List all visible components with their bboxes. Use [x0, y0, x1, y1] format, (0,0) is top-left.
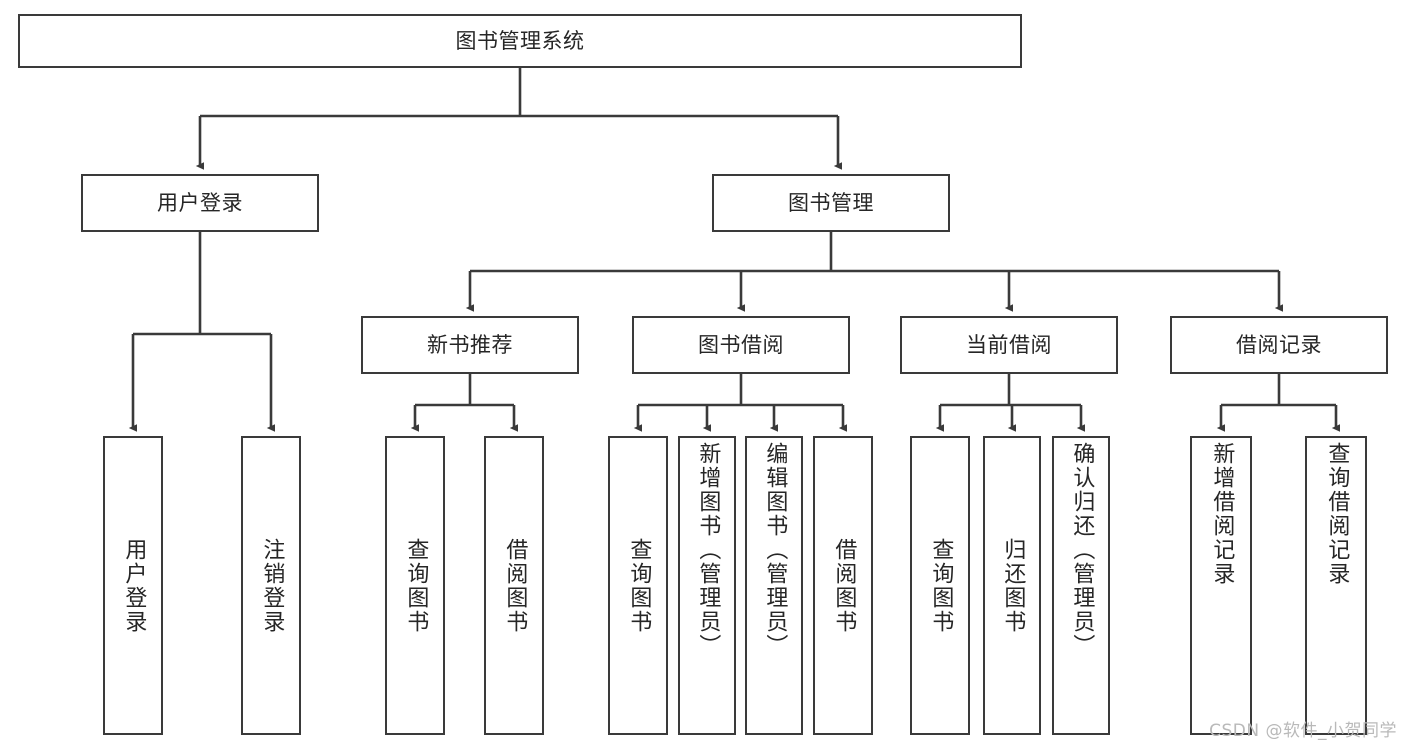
- leaf-node[interactable]: 编辑图书（管理员）: [745, 436, 803, 735]
- node-root-system[interactable]: 图书管理系统: [18, 14, 1022, 68]
- leaf-node-label: 查询图书: [626, 537, 652, 634]
- leaf-node-label: 查询图书: [928, 537, 954, 634]
- leaf-node[interactable]: 新增图书（管理员）: [678, 436, 736, 735]
- leaf-node[interactable]: 借阅图书: [813, 436, 873, 735]
- node-user-login[interactable]: 用户登录: [81, 174, 319, 232]
- leaf-node-label: 归还图书: [1000, 537, 1026, 634]
- leaf-node-label: 编辑图书（管理员）: [762, 442, 788, 658]
- leaf-node-label: 新增图书（管理员）: [695, 442, 721, 658]
- leaf-node[interactable]: 查询图书: [608, 436, 668, 735]
- leaf-node-label: 借阅图书: [502, 537, 528, 634]
- node-user-login-label: 用户登录: [157, 190, 243, 215]
- node-current-borrow-label: 当前借阅: [966, 332, 1052, 357]
- node-current-borrow[interactable]: 当前借阅: [900, 316, 1118, 374]
- leaf-node[interactable]: 借阅图书: [484, 436, 544, 735]
- node-book-borrow-label: 图书借阅: [698, 332, 784, 357]
- node-new-book-recommend[interactable]: 新书推荐: [361, 316, 579, 374]
- leaf-node[interactable]: 查询图书: [910, 436, 970, 735]
- leaf-node[interactable]: 查询借阅记录: [1305, 436, 1367, 735]
- watermark-text: CSDN @软件_小贺同学: [1209, 721, 1397, 741]
- leaf-node-label: 查询借阅记录: [1324, 442, 1350, 586]
- leaf-node[interactable]: 注销登录: [241, 436, 301, 735]
- leaf-node[interactable]: 确认归还（管理员）: [1052, 436, 1110, 735]
- leaf-node-label: 查询图书: [403, 537, 429, 634]
- node-book-borrow[interactable]: 图书借阅: [632, 316, 850, 374]
- node-borrow-records-label: 借阅记录: [1236, 332, 1322, 357]
- leaf-node-label: 用户登录: [121, 537, 147, 634]
- node-book-management-label: 图书管理: [788, 190, 874, 215]
- node-book-management[interactable]: 图书管理: [712, 174, 950, 232]
- leaf-node-label: 借阅图书: [831, 537, 857, 634]
- leaf-node[interactable]: 新增借阅记录: [1190, 436, 1252, 735]
- node-new-book-recommend-label: 新书推荐: [427, 332, 513, 357]
- leaf-node-label: 确认归还（管理员）: [1069, 442, 1095, 658]
- node-root-label: 图书管理系统: [455, 28, 585, 53]
- leaf-node[interactable]: 归还图书: [983, 436, 1041, 735]
- leaf-node[interactable]: 查询图书: [385, 436, 445, 735]
- leaf-node-label: 新增借阅记录: [1209, 442, 1235, 586]
- leaf-node-label: 注销登录: [259, 537, 285, 634]
- node-borrow-records[interactable]: 借阅记录: [1170, 316, 1388, 374]
- leaf-node[interactable]: 用户登录: [103, 436, 163, 735]
